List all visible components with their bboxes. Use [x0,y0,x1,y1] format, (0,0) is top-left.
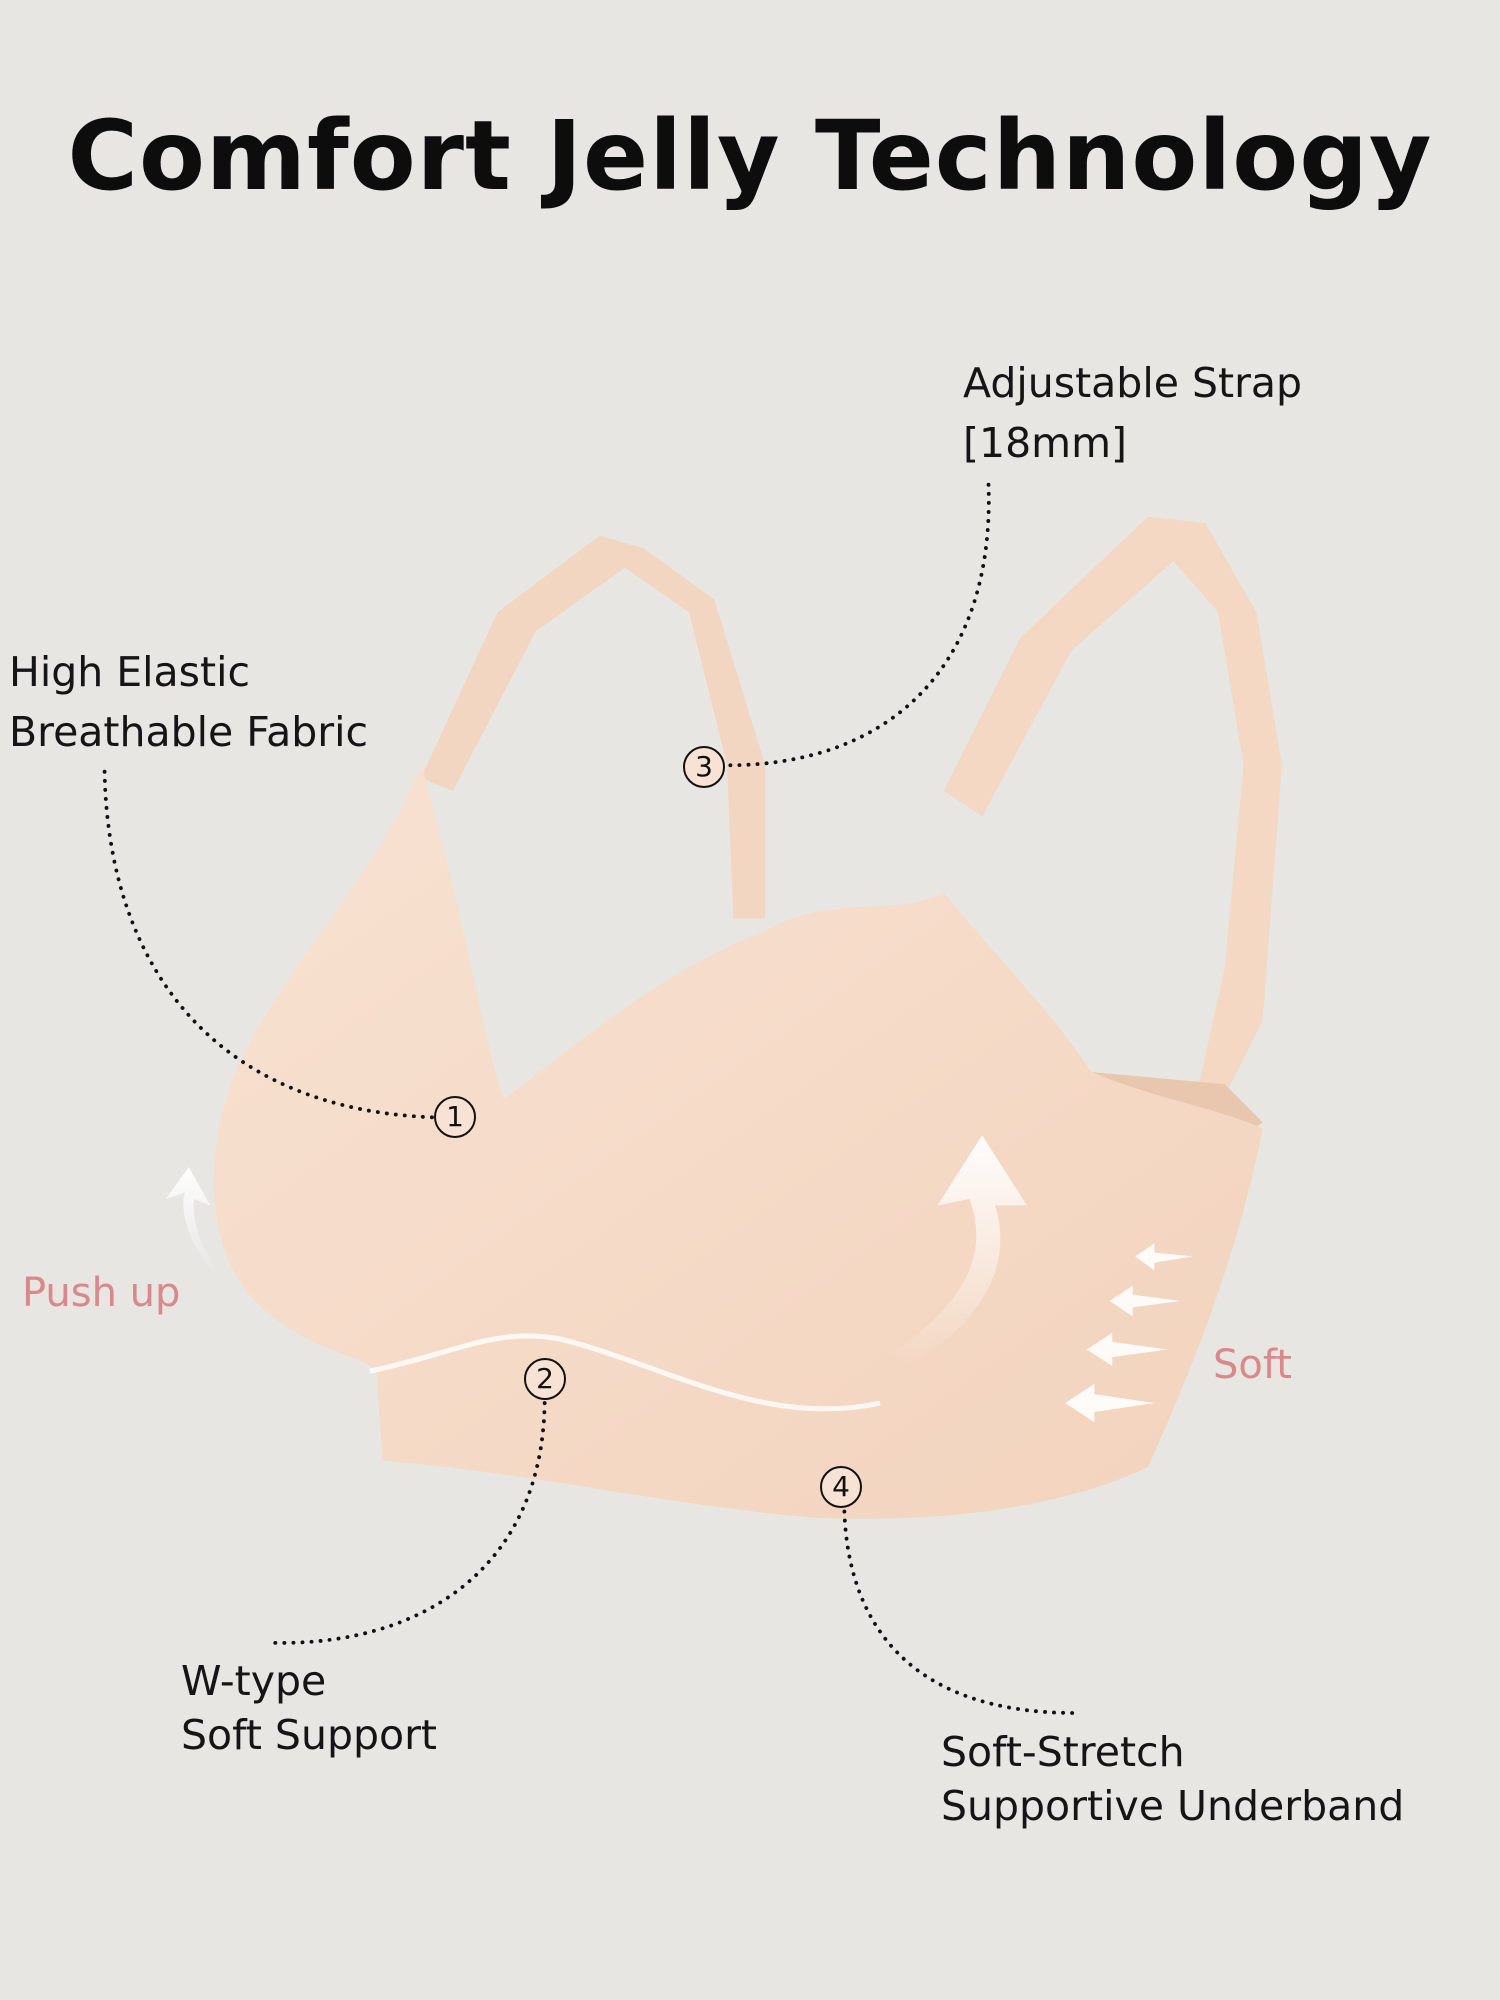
callout-3-line-1: Adjustable Strap [963,359,1303,407]
page-title: Comfort Jelly Technology [67,100,1433,212]
callout-3-label: Adjustable Strap [18mm] [963,353,1302,473]
bra-body [214,765,1263,1519]
callout-3-line-2: [18mm] [963,419,1128,467]
push-up-arrow-icon [165,1167,224,1276]
leader-line-3 [725,482,991,768]
callout-1-line-1: High Elastic [9,648,251,696]
callout-marker-3: 3 [683,746,725,788]
left-strap [420,535,766,919]
leader-line-4 [842,1509,1078,1715]
callout-marker-2: 2 [524,1358,566,1400]
callout-2-label: W-type Soft Support [181,1654,437,1762]
callout-marker-1: 1 [434,1096,476,1138]
leader-line-2 [272,1401,547,1645]
soft-arrows-icon [1065,1243,1193,1423]
callout-1-line-2: Breathable Fabric [9,708,369,756]
callout-2-line-2: Soft Support [181,1711,438,1759]
callout-1-label: High Elastic Breathable Fabric [9,642,368,762]
underwire-line [369,1333,881,1412]
right-strap [943,516,1282,1097]
lift-arrow-icon [892,1135,1027,1365]
callout-marker-4: 4 [820,1466,862,1508]
callout-4-label: Soft-Stretch Supportive Underband [941,1725,1404,1833]
callout-4-line-1: Soft-Stretch [941,1728,1185,1776]
callout-2-line-1: W-type [181,1657,327,1705]
leader-line-1 [102,769,436,1120]
soft-label: Soft [1213,1342,1292,1388]
push-up-label: Push up [22,1270,181,1316]
callout-4-line-2: Supportive Underband [941,1782,1405,1830]
